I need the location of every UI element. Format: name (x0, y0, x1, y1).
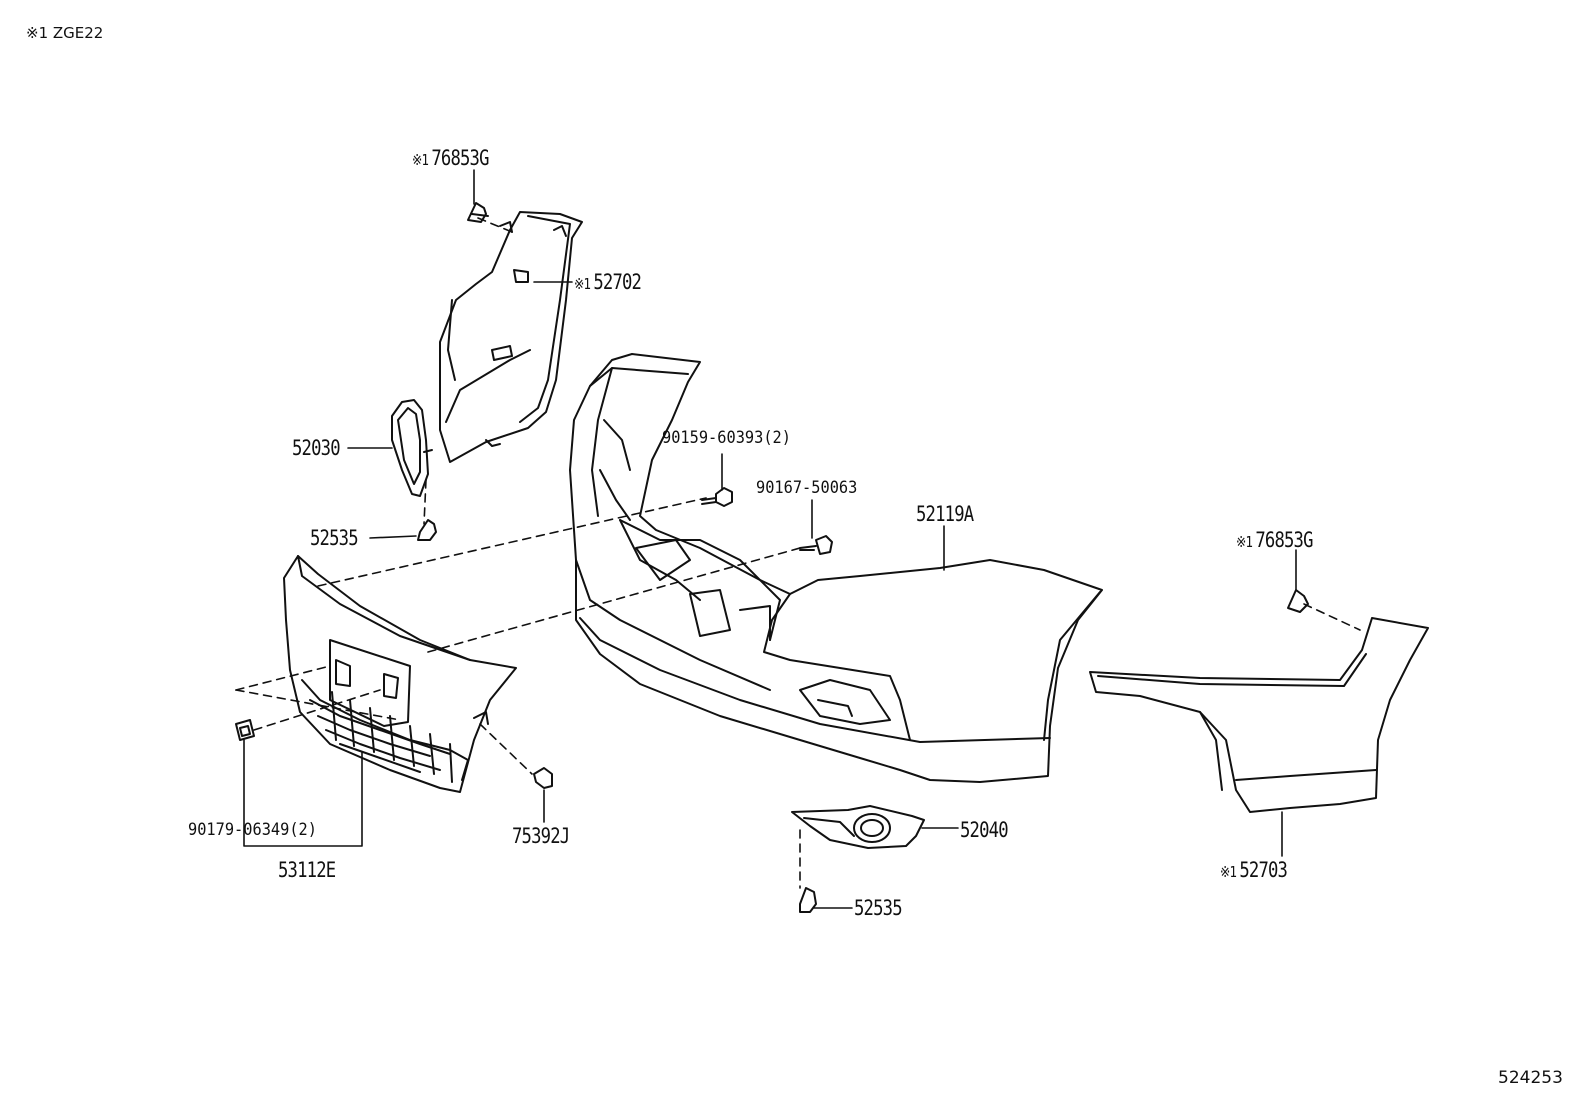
callout-part: 52030 (292, 436, 341, 460)
callout-mark: ※1 (1220, 863, 1237, 881)
callout-part: 52703 (1239, 858, 1288, 882)
clip-52535-upper (417, 519, 437, 541)
callout-part: 52040 (960, 818, 1009, 842)
callout-90159-60393: 90159-60393(2) (662, 430, 791, 447)
callout-part: 52119A (916, 502, 974, 526)
callout-52040: 52040 (960, 818, 1009, 842)
bumper-cover-52119a (569, 353, 1103, 783)
callout-mark: ※1 (1236, 533, 1253, 551)
callout-mark: ※1 (412, 151, 429, 169)
callout-75392j: 75392J (512, 824, 570, 848)
clip-52535-lower (799, 887, 817, 913)
grille-53112e (283, 555, 517, 793)
moulding-52030 (391, 399, 433, 497)
callout-part: 76853G (1255, 528, 1313, 552)
fog-cover-52040 (791, 805, 925, 849)
callout-part: 53112E (278, 858, 336, 882)
clip-75392j (533, 767, 553, 789)
illustration-number: 524253 (1498, 1068, 1563, 1088)
screw-90167-50063 (799, 535, 833, 555)
callout-part: 76853G (431, 146, 489, 170)
nut-90179-06349 (235, 719, 255, 741)
callout-90179-06349: 90179-06349(2) (188, 822, 317, 839)
callout-part: 52535 (854, 896, 903, 920)
callout-part: 90179-06349(2) (188, 820, 317, 840)
variant-note: ※1 ZGE22 (26, 24, 104, 42)
callout-52535-lower: 52535 (854, 896, 903, 920)
clip-76853g-left (467, 202, 489, 223)
bolt-90159-60393 (701, 487, 733, 507)
callout-part: 90167-50063 (756, 478, 858, 498)
clip-76853g-right (1287, 589, 1309, 613)
leader-lines (243, 169, 1297, 909)
fender-liner-52702 (439, 211, 583, 463)
callout-part: 52702 (593, 270, 642, 294)
callout-53112e: 53112E (278, 858, 336, 882)
dashed-leaders (235, 217, 1361, 889)
callout-52119a: 52119A (916, 502, 974, 526)
mudguard-52703 (1089, 617, 1429, 813)
callout-90167-50063: 90167-50063 (756, 480, 857, 497)
callout-part: 52535 (310, 526, 359, 550)
callout-part: 75392J (512, 824, 570, 848)
callout-52030: 52030 (292, 436, 341, 460)
callout-52535-upper: 52535 (310, 526, 359, 550)
callout-mark: ※1 (574, 275, 591, 293)
callout-part: 90159-60393(2) (662, 428, 791, 448)
